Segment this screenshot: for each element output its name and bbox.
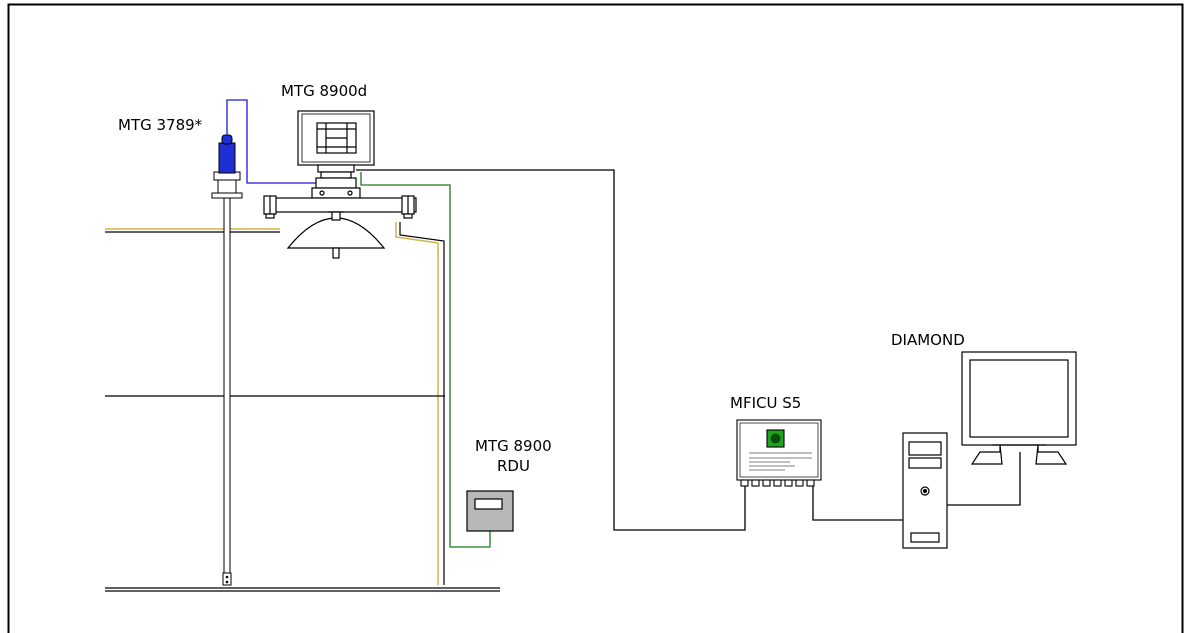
tank <box>105 222 500 592</box>
remote-display-icon <box>466 490 514 532</box>
pc-cable <box>812 485 903 521</box>
label-mtg-3789: MTG 3789* <box>118 116 203 134</box>
radar-gauge-icon <box>263 110 417 259</box>
label-mficu: MFICU S5 <box>730 394 801 412</box>
probe-wire <box>226 99 316 184</box>
label-mtg-8900d: MTG 8900d <box>281 82 367 100</box>
interface-unit-icon <box>736 419 822 487</box>
monitor-cable <box>947 452 1021 506</box>
level-probe-icon <box>211 134 243 586</box>
label-rdu-line2: RDU <box>497 457 530 475</box>
label-rdu-line1: MTG 8900 <box>475 437 552 455</box>
rdu-cable <box>360 172 491 548</box>
monitor-icon <box>961 351 1077 465</box>
computer-tower-icon <box>902 432 948 549</box>
label-diamond: DIAMOND <box>891 331 965 349</box>
diagram-frame <box>7 3 1184 633</box>
field-bus-cable <box>356 169 746 531</box>
